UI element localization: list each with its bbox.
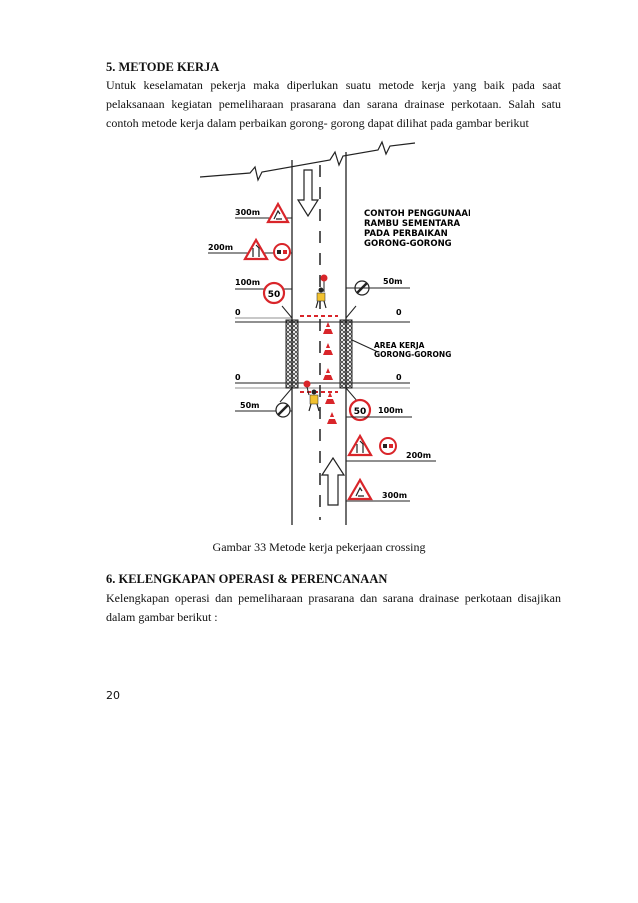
- road-narrows-sign-icon: [347, 433, 373, 457]
- distance-label-100m: 100m: [235, 278, 260, 287]
- distance-label-0: 0: [396, 308, 402, 317]
- distance-label-200m: 200m: [208, 243, 233, 252]
- flagman-icon: [303, 380, 320, 412]
- road-work-diagram: CONTOH PENGGUNAAN RAMBU SEMENTARA PADA P…: [200, 140, 470, 525]
- end-restriction-sign-icon: [275, 402, 291, 418]
- arrow-up-icon: [320, 456, 346, 506]
- distance-label-300m: 300m: [382, 491, 407, 500]
- figure-caption: Gambar 33 Metode kerja pekerjaan crossin…: [212, 540, 426, 554]
- section-6-heading: 6. KELENGKAPAN OPERASI & PERENCANAAN: [106, 572, 388, 586]
- section-6-paragraph: Kelengkapan operasi dan pemeliharaan pra…: [106, 591, 561, 624]
- figure-title-line: CONTOH PENGGUNAAN: [364, 209, 470, 219]
- figure-title-line: GORONG-GORONG: [364, 239, 452, 249]
- distance-label-0: 0: [235, 373, 241, 382]
- distance-label-100m: 100m: [378, 406, 403, 415]
- speed-limit-sign-icon: 50: [262, 281, 286, 305]
- distance-label-200m: 200m: [406, 451, 431, 460]
- figure-title-line: PADA PERBAIKAN: [364, 229, 448, 239]
- distance-label-300m: 300m: [235, 208, 260, 217]
- road-works-sign-icon: [266, 201, 290, 224]
- svg-text:50: 50: [268, 290, 281, 300]
- area-label-line: GORONG-GORONG: [374, 350, 451, 359]
- area-label-line: AREA KERJA: [374, 341, 425, 350]
- distance-label-50m: 50m: [240, 401, 259, 410]
- break-line-top: [200, 140, 416, 182]
- arrow-down-icon: [296, 169, 320, 218]
- culvert-work-area: [285, 315, 353, 393]
- traffic-cone-icon: [323, 368, 333, 380]
- flagman-icon: [315, 274, 328, 309]
- no-overtaking-sign-icon: [273, 243, 291, 261]
- section-5-paragraph: Untuk keselamatan pekerja maka diperluka…: [106, 78, 561, 130]
- road-narrows-sign-icon: [243, 237, 269, 261]
- speed-limit-sign-icon: 50: [348, 398, 372, 422]
- traffic-cone-icon: [323, 343, 333, 355]
- traffic-cone-icon: [327, 412, 337, 424]
- page-number: 20: [106, 689, 120, 702]
- distance-label-0: 0: [396, 373, 402, 382]
- distance-label-0: 0: [235, 308, 241, 317]
- traffic-cone-icon: [325, 392, 335, 404]
- svg-text:50: 50: [354, 407, 367, 417]
- traffic-cone-icon: [323, 322, 333, 334]
- figure-title-line: RAMBU SEMENTARA: [364, 219, 460, 229]
- road-works-sign-icon: [347, 477, 373, 501]
- area-label-leader: [351, 339, 379, 353]
- section-5-heading: 5. METODE KERJA: [106, 60, 220, 74]
- no-overtaking-sign-icon: [379, 437, 397, 455]
- distance-label-50m: 50m: [383, 277, 402, 286]
